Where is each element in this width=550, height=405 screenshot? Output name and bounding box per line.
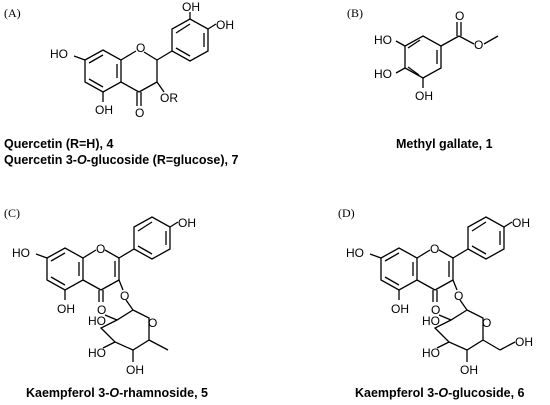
caption-b: Methyl gallate, 1 (396, 137, 493, 151)
atom-oh-3p: OH (182, 0, 200, 14)
atom-oh-5: OH (391, 302, 409, 316)
atom-o-ring: O (482, 316, 491, 330)
atom-o-4: O (97, 303, 106, 317)
atom-o-3: O (120, 289, 129, 303)
caption-a-line2-italic: O (76, 153, 87, 167)
atom-oh-4p: OH (512, 216, 530, 230)
atom-oh-4s: OH (126, 363, 144, 377)
kaempferol-glucoside-structure: OH HO OH O O O O HO HO OH OH (346, 216, 533, 377)
atom-ho-3: HO (374, 33, 392, 47)
atom-o-1: O (96, 242, 105, 256)
atom-or-3: OR (160, 91, 178, 105)
quercetin-structure: OH OH HO OH O O OR (50, 0, 234, 120)
atom-o-1: O (430, 242, 439, 256)
atom-o-1: O (136, 41, 145, 55)
panel-label-d: (D) (338, 206, 355, 220)
atom-ho-4: HO (374, 67, 392, 81)
atom-ho-3s: HO (422, 346, 440, 360)
atom-oh-4p: OH (216, 18, 234, 32)
atom-oh-5: OH (95, 103, 113, 117)
atom-oh-4s: OH (460, 363, 478, 377)
caption-a-line2-pre: Quercetin 3- (4, 153, 77, 167)
caption-c-italic: O (109, 386, 120, 400)
atom-ho-7: HO (346, 246, 364, 260)
atom-o-4: O (135, 106, 144, 120)
caption-c-post: -rhamnoside, 5 (119, 386, 209, 400)
atom-o-ring: O (148, 316, 157, 330)
atom-oh-5: OH (415, 89, 433, 103)
caption-d-italic: O (438, 386, 449, 400)
atom-ho-3s: HO (88, 346, 106, 360)
atom-oh-6s: OH (515, 335, 533, 349)
atom-ho-7: HO (12, 246, 30, 260)
atom-ho-2s: HO (88, 314, 106, 328)
atom-ho-7: HO (50, 47, 68, 61)
atom-ho-2s: HO (422, 314, 440, 328)
caption-a-line1: Quercetin (R=H), 4 (4, 137, 114, 151)
caption-c-pre: Kaempferol 3- (26, 386, 110, 400)
caption-d: Kaempferol 3-O-glucoside, 6 (355, 386, 525, 400)
kaempferol-rhamnoside-structure: OH HO OH O O O O HO HO OH (12, 216, 196, 377)
caption-d-pre: Kaempferol 3- (355, 386, 439, 400)
caption-c: Kaempferol 3-O-rhamnoside, 5 (26, 386, 208, 400)
atom-oh-5: OH (57, 302, 75, 316)
panel-label-c: (C) (4, 206, 20, 220)
atom-o-4: O (431, 303, 440, 317)
atom-o-ester: O (474, 38, 483, 52)
atom-oh-4p: OH (178, 216, 196, 230)
caption-a-line2: Quercetin 3-O-glucoside (R=glucose), 7 (4, 153, 238, 167)
atom-o-carbonyl: O (455, 9, 464, 23)
caption-a-line2-post: -glucoside (R=glucose), 7 (86, 153, 239, 167)
atom-o-3: O (454, 289, 463, 303)
methyl-gallate-structure: HO HO OH O O (374, 9, 499, 103)
panel-label-b: (B) (347, 6, 363, 20)
panel-label-a: (A) (4, 6, 21, 20)
caption-d-post: -glucoside, 6 (448, 386, 525, 400)
